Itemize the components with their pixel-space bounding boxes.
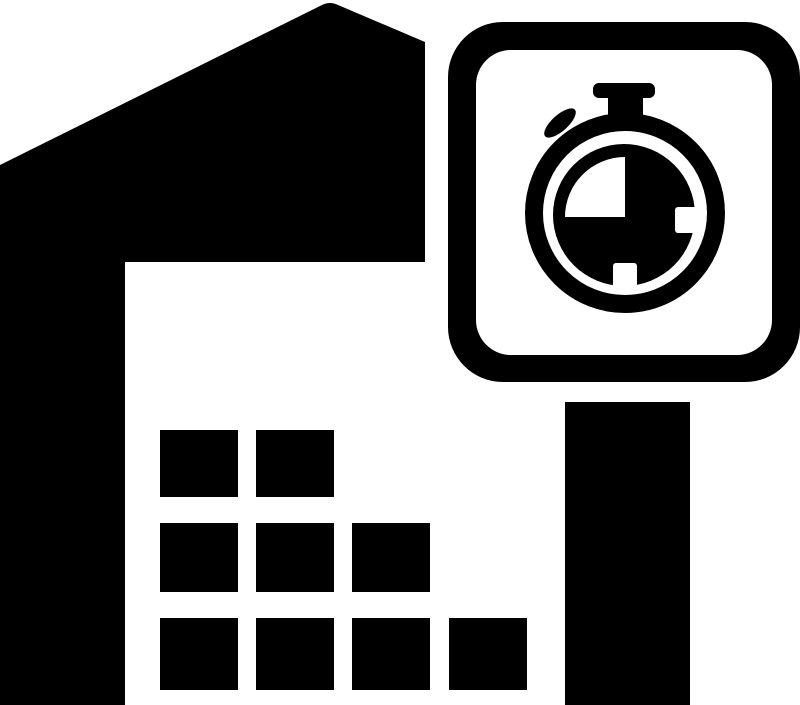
stopwatch-stem: [608, 95, 643, 117]
boxes-icon: [160, 430, 527, 690]
box: [352, 523, 430, 592]
box: [160, 523, 238, 592]
stopwatch-notch-bottom: [613, 263, 637, 291]
box: [256, 618, 334, 690]
stopwatch-sign-icon: [448, 22, 800, 705]
warehouse-roof-wall: [0, 3, 425, 705]
stopwatch-button: [544, 108, 576, 138]
warehouse-icon: [0, 3, 425, 705]
box: [449, 618, 527, 690]
stopwatch-notch-right: [675, 207, 700, 233]
box: [160, 618, 238, 690]
box: [256, 523, 334, 592]
stopwatch-icon: [525, 83, 725, 313]
sign-post: [565, 402, 690, 705]
box: [160, 430, 238, 497]
box: [256, 430, 334, 497]
box: [352, 618, 430, 690]
stopwatch-ring: [525, 113, 725, 313]
stopwatch-quarter: [565, 157, 625, 217]
stopwatch-crown: [593, 83, 655, 98]
